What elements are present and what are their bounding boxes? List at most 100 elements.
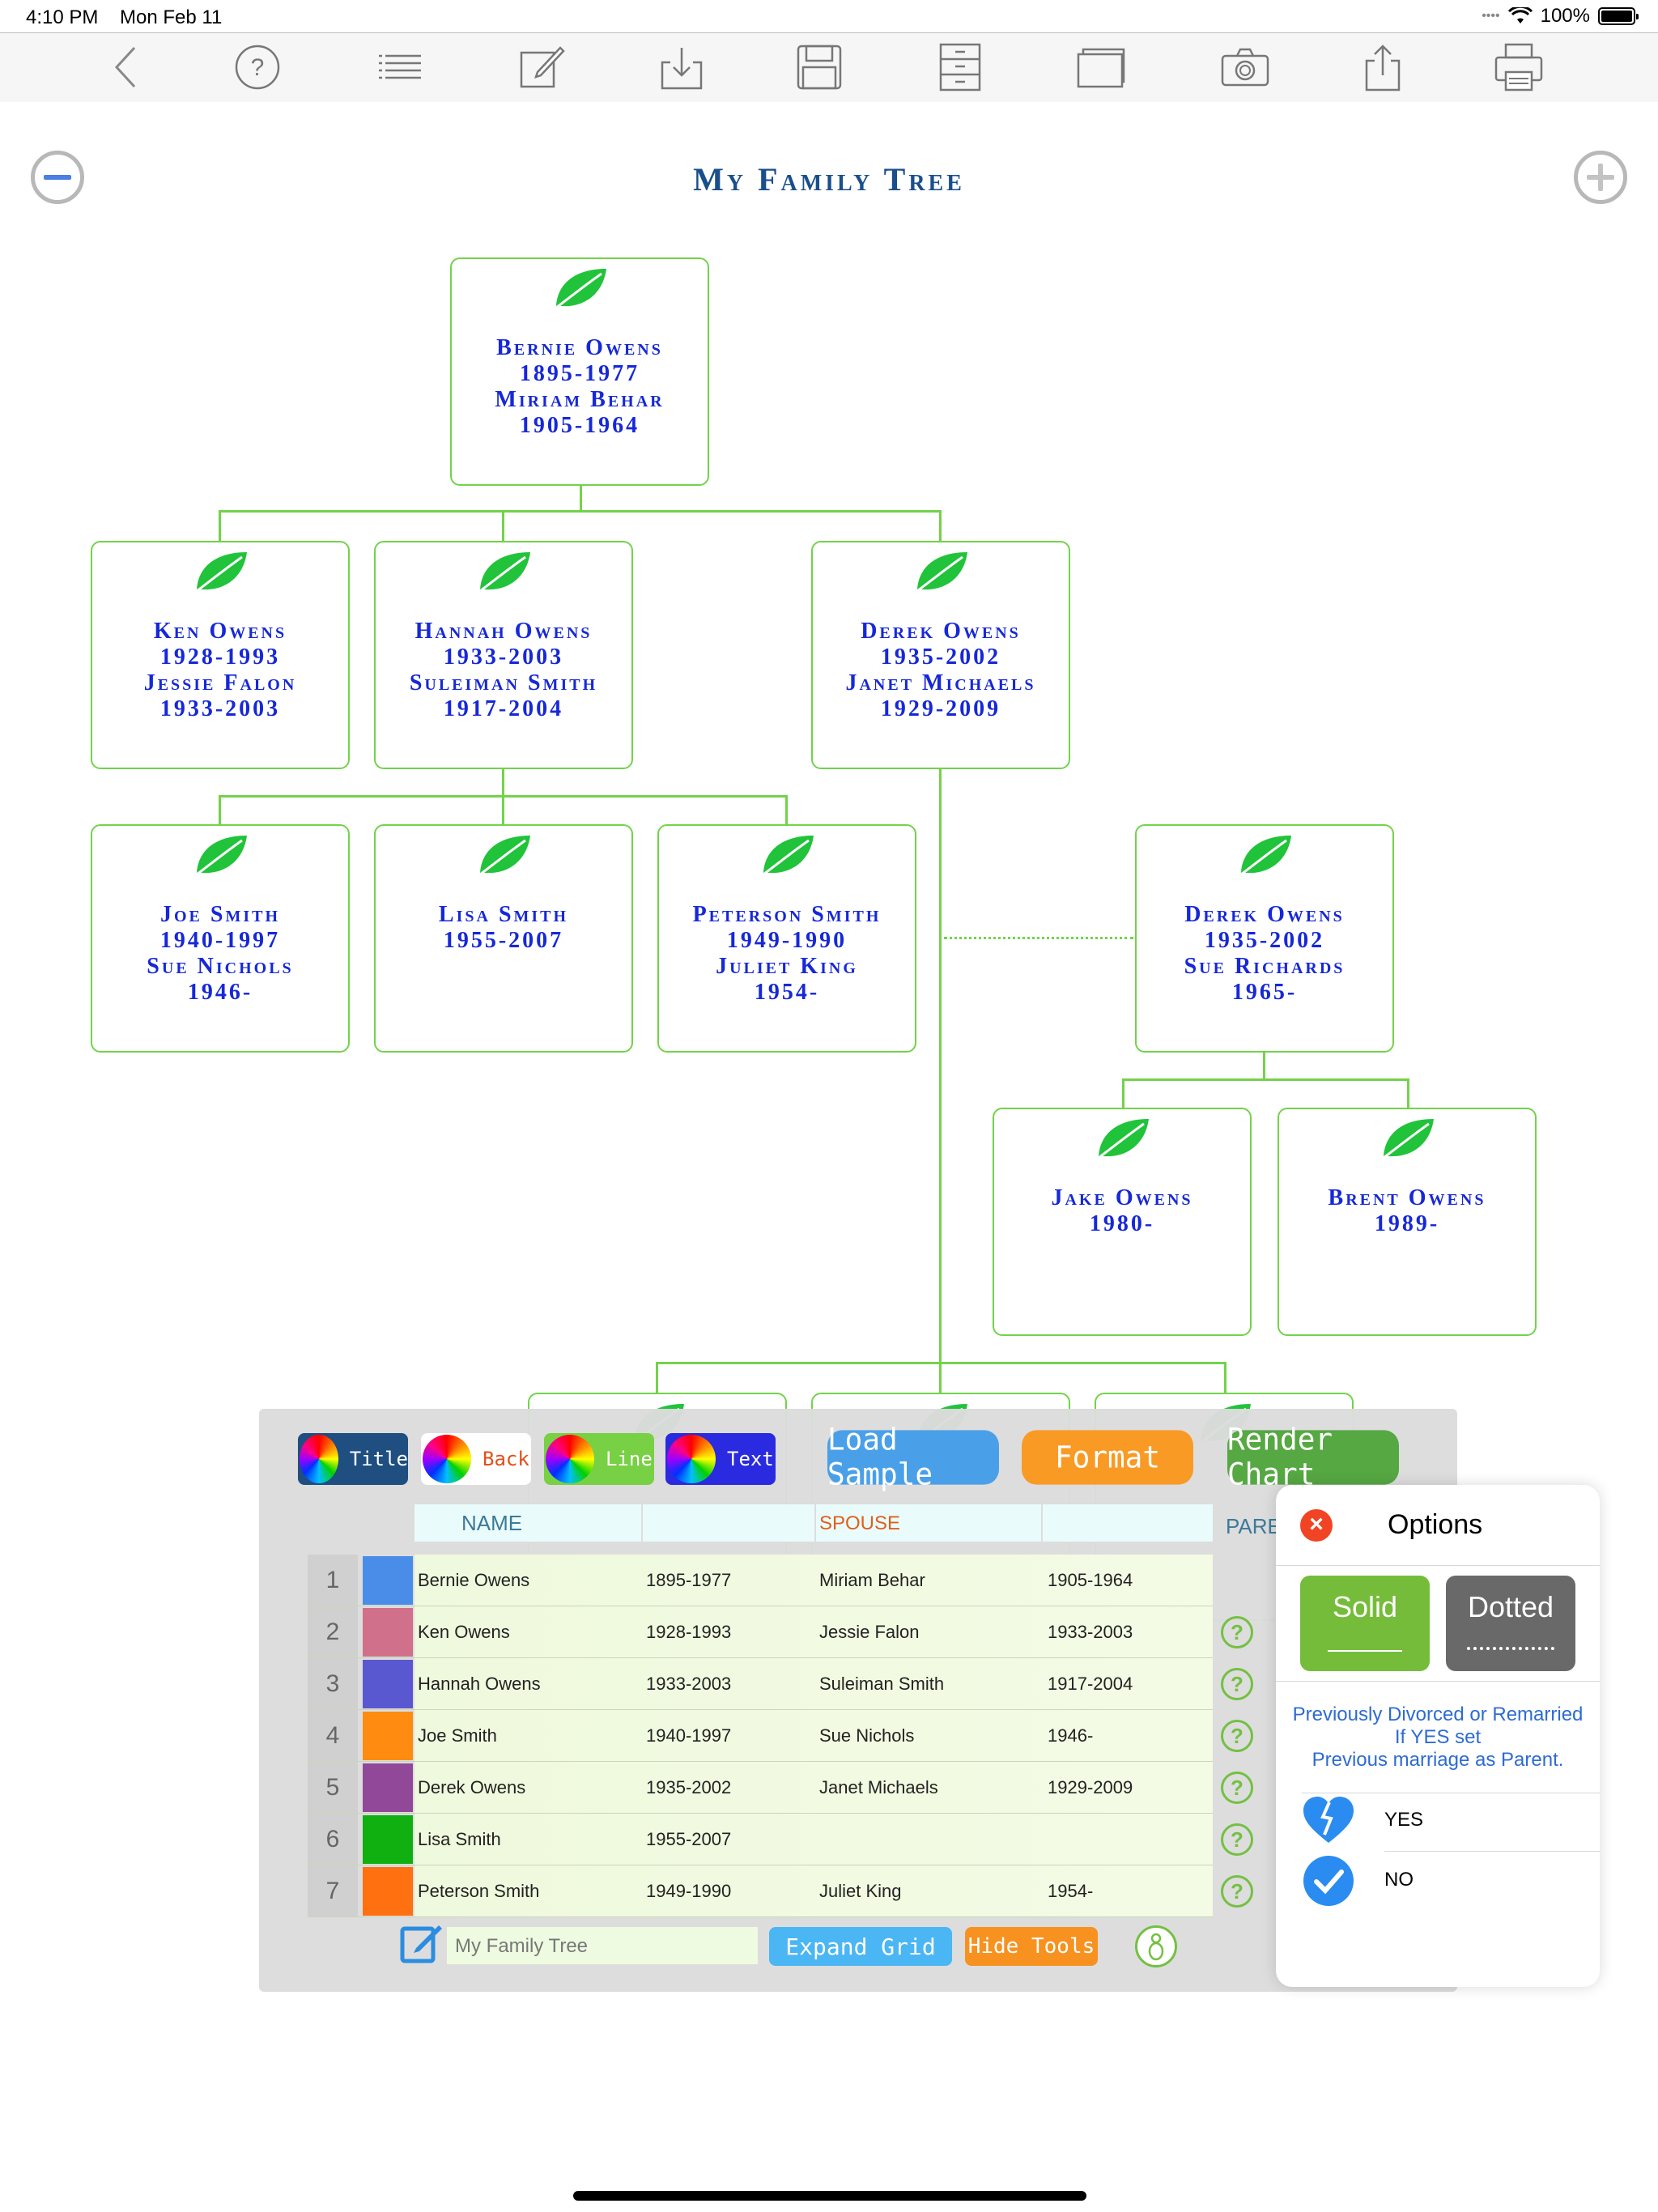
spouse-dates-cell[interactable]: 1917-2004 xyxy=(1048,1674,1133,1694)
person-text-line: Hannah Owens xyxy=(414,619,593,644)
dotted-line-button[interactable]: Dotted xyxy=(1446,1576,1575,1671)
close-icon[interactable]: × xyxy=(1300,1509,1333,1542)
spouse-dates-cell[interactable]: 1905-1964 xyxy=(1048,1570,1133,1590)
window-icon[interactable] xyxy=(1077,43,1125,91)
row-color-swatch[interactable] xyxy=(363,1815,413,1864)
person-text-line: 1933-2003 xyxy=(159,696,281,721)
help-icon[interactable]: ? xyxy=(1221,1720,1253,1752)
tree-connector xyxy=(580,484,582,512)
camera-icon[interactable] xyxy=(1221,43,1269,91)
tree-connector xyxy=(502,510,504,541)
dates-cell[interactable]: 1935-2002 xyxy=(646,1777,732,1797)
expand-grid-button[interactable]: Expand Grid xyxy=(769,1927,952,1966)
row-cells: Joe Smith 1940-1997 Sue Nichols 1946- xyxy=(414,1710,1213,1761)
person-text-line: 1965- xyxy=(1231,980,1298,1005)
person-text-line: 1928-1993 xyxy=(159,644,281,670)
list-icon[interactable] xyxy=(376,43,424,91)
help-icon[interactable]: ? xyxy=(1221,1668,1253,1700)
person-text-line: 1954- xyxy=(754,980,820,1005)
leaf-icon xyxy=(760,832,817,878)
tree-connector xyxy=(939,768,942,1363)
dates-cell[interactable]: 1949-1990 xyxy=(646,1881,732,1901)
person-text-line: Suleiman Smith xyxy=(409,670,598,696)
dates-cell[interactable]: 1933-2003 xyxy=(646,1674,732,1694)
yes-option[interactable]: YES xyxy=(1384,1809,1424,1831)
cabinet-icon[interactable] xyxy=(936,43,984,91)
spouse-cell[interactable]: Suleiman Smith xyxy=(819,1674,945,1694)
zoom-in-icon[interactable] xyxy=(1574,151,1627,204)
row-color-swatch[interactable] xyxy=(363,1556,413,1605)
format-button[interactable]: Format xyxy=(1022,1430,1193,1485)
person-text-line: 1935-2002 xyxy=(1204,928,1325,953)
name-cell[interactable]: Lisa Smith xyxy=(418,1829,501,1849)
row-color-swatch[interactable] xyxy=(363,1660,413,1708)
spouse-cell[interactable]: Juliet King xyxy=(819,1881,902,1901)
help-icon[interactable]: ? xyxy=(1221,1875,1253,1908)
spouse-cell[interactable]: Miriam Behar xyxy=(819,1570,925,1590)
spouse-cell[interactable]: Sue Nichols xyxy=(819,1725,915,1746)
dates-cell[interactable]: 1928-1993 xyxy=(646,1622,732,1642)
render-chart-button[interactable]: Render Chart xyxy=(1227,1423,1399,1492)
row-color-swatch[interactable] xyxy=(363,1867,413,1916)
name-cell[interactable]: Peterson Smith xyxy=(418,1881,540,1901)
name-cell[interactable]: Joe Smith xyxy=(418,1725,497,1746)
help-icon[interactable]: ? xyxy=(1221,1772,1253,1804)
dates-cell[interactable]: 1955-2007 xyxy=(646,1829,732,1849)
no-option[interactable]: NO xyxy=(1384,1869,1414,1891)
back-icon[interactable] xyxy=(104,43,152,91)
solid-line-button[interactable]: Solid xyxy=(1300,1576,1430,1671)
title-input[interactable]: My Family Tree xyxy=(447,1927,758,1964)
dates-cell[interactable]: 1940-1997 xyxy=(646,1725,732,1746)
spouse-dates-cell[interactable]: 1933-2003 xyxy=(1048,1622,1133,1642)
checkmark-icon[interactable] xyxy=(1302,1854,1355,1908)
name-cell[interactable]: Bernie Owens xyxy=(418,1570,530,1590)
spouse-dates-cell[interactable]: 1946- xyxy=(1048,1725,1094,1746)
dates-cell[interactable]: 1895-1977 xyxy=(646,1570,732,1590)
share-icon[interactable] xyxy=(1358,43,1407,91)
print-icon[interactable] xyxy=(1494,43,1543,91)
broken-heart-icon[interactable] xyxy=(1302,1794,1355,1848)
row-color-swatch[interactable] xyxy=(363,1763,413,1812)
spouse-cell[interactable]: Jessie Falon xyxy=(819,1622,920,1642)
help-icon[interactable]: ? xyxy=(233,43,282,91)
row-color-swatch[interactable] xyxy=(363,1712,413,1760)
help-icon[interactable]: ? xyxy=(1221,1823,1253,1856)
load-sample-button[interactable]: Load Sample xyxy=(827,1423,999,1492)
family-icon[interactable] xyxy=(1135,1925,1177,1967)
download-icon[interactable] xyxy=(657,43,706,91)
help-icon[interactable]: ? xyxy=(1221,1616,1253,1648)
row-color-swatch[interactable] xyxy=(363,1608,413,1657)
spouse-dates-cell[interactable]: 1929-2009 xyxy=(1048,1777,1133,1797)
edit-title-icon[interactable] xyxy=(400,1921,444,1964)
hide-tools-button[interactable]: Hide Tools xyxy=(965,1927,1098,1966)
line-color-button[interactable]: Line xyxy=(544,1433,654,1485)
spouse-dates-cell[interactable]: 1954- xyxy=(1048,1881,1094,1901)
save-icon[interactable] xyxy=(795,43,844,91)
title-color-button[interactable]: Title xyxy=(298,1433,408,1485)
text-color-button[interactable]: Text xyxy=(665,1433,776,1485)
name-cell[interactable]: Derek Owens xyxy=(418,1777,526,1797)
zoom-out-icon[interactable] xyxy=(31,151,84,204)
name-cell[interactable]: Ken Owens xyxy=(418,1622,510,1642)
spouse-cell[interactable]: Janet Michaels xyxy=(819,1777,938,1797)
back-color-button[interactable]: Back xyxy=(421,1433,531,1485)
edit-icon[interactable] xyxy=(517,43,565,91)
name-cell[interactable]: Hannah Owens xyxy=(418,1674,541,1694)
